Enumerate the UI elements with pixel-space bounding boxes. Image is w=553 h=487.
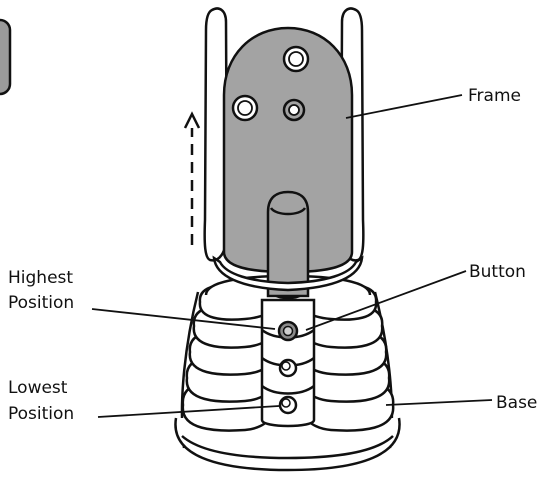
frame xyxy=(214,28,362,296)
button-label: Button xyxy=(469,262,526,282)
page-tab xyxy=(0,20,10,94)
position-holes xyxy=(279,322,297,413)
base-leader xyxy=(386,400,492,405)
highest-position-label-line1: Highest xyxy=(8,268,73,288)
highest-position-label-line2: Position xyxy=(8,293,74,313)
base-label: Base xyxy=(496,393,537,413)
lowest-position-label-line1: Lowest xyxy=(8,378,68,398)
dashed-up-arrow-icon xyxy=(185,114,199,245)
frame-hole-left xyxy=(233,96,257,120)
button-icon xyxy=(284,327,293,336)
frame-hole-top xyxy=(284,47,308,71)
lowest-position-label-line2: Position xyxy=(8,404,74,424)
frame-label: Frame xyxy=(468,86,521,106)
